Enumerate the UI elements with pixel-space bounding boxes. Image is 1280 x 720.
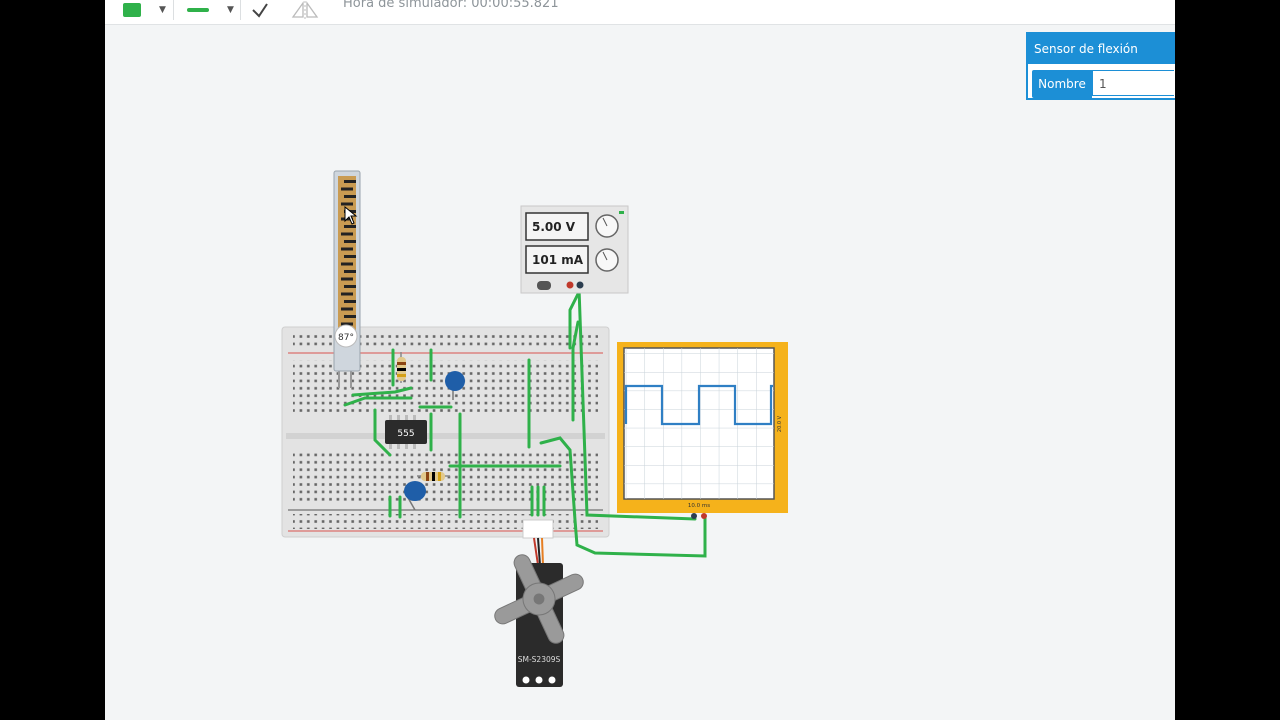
flex-sensor-stripe	[344, 195, 356, 198]
simulator-workspace[interactable]: ▼ ▼ Hora de simulador: 00:00:55.821	[105, 0, 1175, 720]
power-switch[interactable]	[537, 281, 551, 290]
toolbar: ▼ ▼ Hora de simulador: 00:00:55.821	[105, 0, 1175, 25]
rotate-icon	[252, 3, 268, 18]
left-letterbox	[0, 0, 105, 720]
wire-color-swatch	[123, 3, 141, 17]
flex-sensor-stripe	[341, 292, 353, 296]
resistor[interactable]	[397, 352, 406, 383]
flex-sensor[interactable]: 87°	[333, 170, 361, 388]
flex-sensor-stripe	[341, 187, 353, 191]
servo-model-label: SM-S2309S	[518, 655, 561, 664]
resistor[interactable]	[417, 472, 450, 481]
power-supply[interactable]: 5.00 V 101 mA	[520, 205, 629, 294]
oscilloscope[interactable]: 20.0 V 10.0 ms	[617, 342, 788, 519]
wire-type-dropdown[interactable]: ▼	[187, 0, 234, 20]
flex-sensor-stripe	[341, 322, 353, 326]
wires[interactable]	[343, 286, 707, 558]
breadboard[interactable]	[281, 326, 610, 538]
probe-terminal[interactable]	[701, 513, 707, 519]
negative-terminal[interactable]	[576, 281, 584, 289]
properties-panel: Sensor de flexión Nombre 1	[1026, 32, 1175, 100]
flex-sensor-stripe	[344, 180, 356, 183]
flex-sensor-stripe	[344, 315, 356, 318]
flex-sensor-stripe	[344, 300, 356, 303]
name-input[interactable]: 1	[1092, 70, 1174, 96]
toolbar-divider	[240, 0, 241, 20]
mouse-cursor-icon	[344, 206, 358, 225]
name-property-row: Nombre 1	[1032, 70, 1174, 98]
probe-terminal[interactable]	[691, 513, 697, 519]
name-label: Nombre	[1032, 70, 1092, 98]
chevron-down-icon: ▼	[159, 5, 166, 15]
flex-sensor-stripe	[341, 232, 353, 236]
properties-title: Sensor de flexión	[1028, 34, 1175, 64]
wire-color-dropdown[interactable]: ▼	[123, 0, 166, 20]
capacitor[interactable]	[404, 481, 426, 511]
voltage-display: 5.00 V	[532, 220, 576, 234]
mirror-button[interactable]	[291, 0, 319, 20]
flex-sensor-stripe	[341, 247, 353, 251]
rotate-button[interactable]	[251, 0, 269, 20]
flex-sensor-stripe	[344, 285, 356, 288]
flex-sensor-stripe	[341, 202, 353, 206]
wire-type-icon	[187, 8, 209, 12]
flex-sensor-stripe	[344, 270, 356, 273]
flex-sensor-stripe	[341, 307, 353, 311]
right-letterbox	[1175, 0, 1280, 720]
time-per-div-label: 10.0 ms	[688, 503, 710, 509]
capacitor[interactable]	[445, 371, 465, 400]
simulator-time: Hora de simulador: 00:00:55.821	[343, 0, 559, 11]
chevron-down-icon: ▼	[227, 5, 234, 15]
servo-motor[interactable]: SM-S2309S	[475, 519, 603, 687]
toolbar-divider	[173, 0, 174, 20]
mirror-icon	[291, 1, 319, 19]
flex-sensor-stripe	[344, 240, 356, 243]
flex-sensor-stripe	[341, 277, 353, 281]
volts-per-div-label: 20.0 V	[777, 415, 783, 432]
timer-label: 555	[397, 429, 414, 439]
flex-sensor-stripe	[344, 255, 356, 258]
flex-sensor-stripe	[341, 262, 353, 266]
timer-555-chip[interactable]: 555	[385, 415, 427, 449]
current-display: 101 mA	[532, 253, 584, 267]
flex-angle-label: 87°	[338, 333, 354, 343]
flex-sensor-stripe	[344, 225, 356, 228]
circuit-canvas[interactable]: 555 87° 5.00 V 101 mA	[105, 0, 1175, 720]
positive-terminal[interactable]	[566, 281, 574, 289]
